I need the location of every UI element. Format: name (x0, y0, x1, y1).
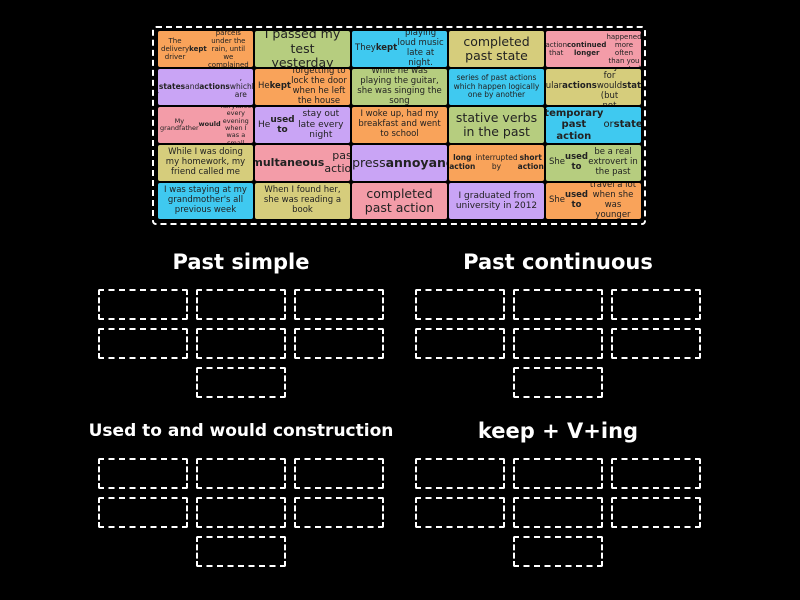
drop-slot[interactable] (294, 328, 384, 359)
drop-slot[interactable] (513, 289, 603, 320)
draggable-card[interactable]: My grandfather would tell me fairytales … (158, 107, 253, 143)
card-bank: The delivery driver kept leaving parcels… (152, 26, 646, 225)
drop-slot[interactable] (196, 458, 286, 489)
drop-slot[interactable] (611, 497, 701, 528)
drop-slot[interactable] (513, 497, 603, 528)
group-title: keep + V+ing (477, 419, 639, 443)
group-title: Past continuous (463, 250, 653, 274)
drop-slot[interactable] (415, 497, 505, 528)
draggable-card[interactable]: I woke up, had my breakfast and went to … (352, 107, 447, 143)
drop-slot[interactable] (98, 289, 188, 320)
draggable-card[interactable]: stative verbs in the past (449, 107, 544, 143)
draggable-card[interactable]: They kept playing loud music late at nig… (352, 31, 447, 67)
draggable-card[interactable]: express annoyance (352, 145, 447, 181)
draggable-card[interactable]: I graduated from university in 2012 (449, 183, 544, 219)
draggable-card[interactable]: completed past action (352, 183, 447, 219)
draggable-card[interactable]: long action interrupted by short action (449, 145, 544, 181)
draggable-card[interactable]: He used to stay out late every night (255, 107, 350, 143)
drop-slot[interactable] (98, 497, 188, 528)
draggable-card[interactable]: She used to travel a lot when she was yo… (546, 183, 641, 219)
drop-slot[interactable] (415, 289, 505, 320)
draggable-card[interactable]: completed past state (449, 31, 544, 67)
draggable-card[interactable]: She used to be a real extrovert in the p… (546, 145, 641, 181)
drop-slot[interactable] (294, 289, 384, 320)
draggable-card[interactable]: regular actions only for would (but not … (546, 69, 641, 105)
drop-slot[interactable] (513, 536, 603, 567)
drop-slot[interactable] (196, 289, 286, 320)
drop-slot[interactable] (294, 497, 384, 528)
draggable-card[interactable]: I was staying at my grandmother's all pr… (158, 183, 253, 219)
draggable-card[interactable]: action that continued longer or happened… (546, 31, 641, 67)
group-title: Past simple (172, 250, 310, 274)
drop-slot[interactable] (611, 328, 701, 359)
drop-slot[interactable] (98, 458, 188, 489)
drop-slot[interactable] (513, 367, 603, 398)
drop-slot[interactable] (196, 328, 286, 359)
draggable-card[interactable]: While I was doing my homework, my friend… (158, 145, 253, 181)
drop-slot[interactable] (611, 289, 701, 320)
draggable-card[interactable]: I passed my test yesterday (255, 31, 350, 67)
draggable-card[interactable]: While he was playing the guitar, she was… (352, 69, 447, 105)
draggable-card[interactable]: When I found her, she was reading a book (255, 183, 350, 219)
drop-slot[interactable] (196, 497, 286, 528)
drop-slot[interactable] (513, 458, 603, 489)
draggable-card[interactable]: He kept forgetting to lock the door when… (255, 69, 350, 105)
draggable-card[interactable]: talk about regular states and actions, w… (158, 69, 253, 105)
drop-slot[interactable] (196, 536, 286, 567)
draggable-card[interactable]: series of past actions which happen logi… (449, 69, 544, 105)
drop-slot[interactable] (415, 458, 505, 489)
drop-slot[interactable] (196, 367, 286, 398)
draggable-card[interactable]: temporary past action or state (546, 107, 641, 143)
draggable-card[interactable]: simultaneous past actions (255, 145, 350, 181)
group-title: Used to and would construction (88, 421, 394, 441)
drop-slot[interactable] (415, 328, 505, 359)
drop-slot[interactable] (98, 328, 188, 359)
draggable-card[interactable]: The delivery driver kept leaving parcels… (158, 31, 253, 67)
drop-slot[interactable] (294, 458, 384, 489)
drop-slot[interactable] (611, 458, 701, 489)
drop-slot[interactable] (513, 328, 603, 359)
